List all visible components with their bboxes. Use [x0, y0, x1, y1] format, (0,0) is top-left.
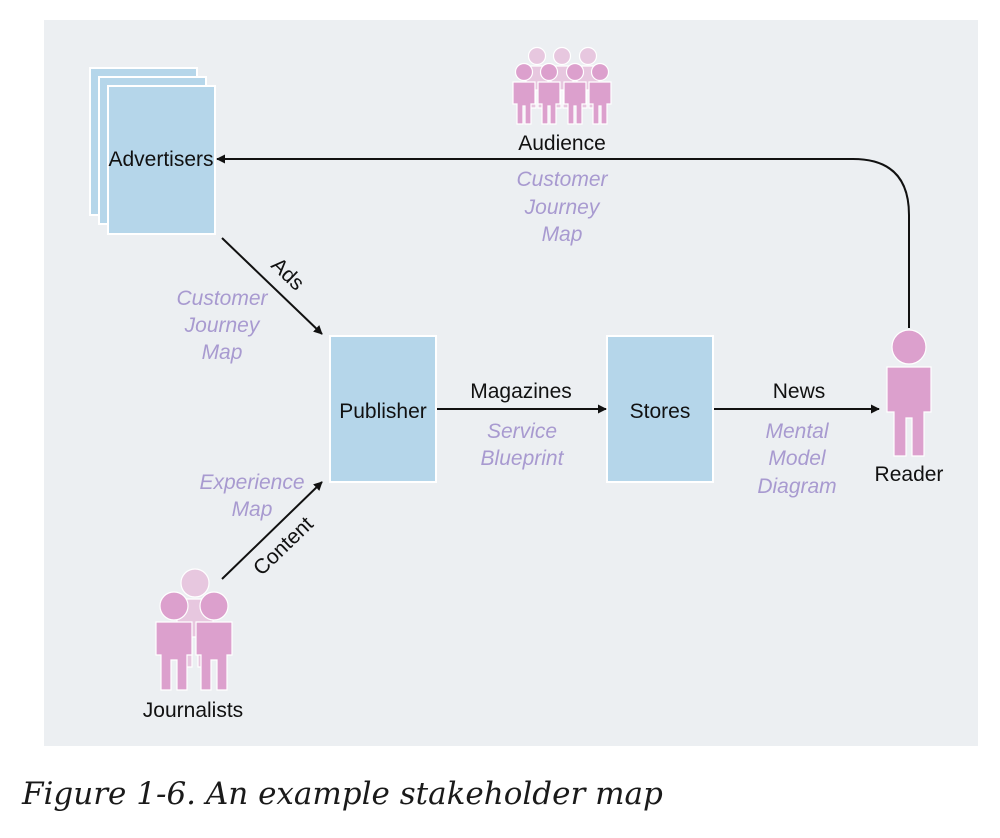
publisher-label: Publisher [339, 400, 427, 423]
reader-to-advertisers-arrow [216, 154, 910, 328]
reader-label: Reader [875, 463, 944, 486]
service-blueprint-annotation: Service Blueprint [481, 420, 565, 470]
stores-label: Stores [630, 400, 691, 423]
svg-text:Mental: Mental [765, 420, 829, 443]
svg-text:Model: Model [768, 447, 827, 470]
left-map-annotation: Customer Journey Map [176, 287, 268, 364]
svg-text:Experience: Experience [199, 471, 304, 494]
audience-label: Audience [518, 132, 606, 155]
svg-text:Service: Service [487, 420, 557, 443]
svg-text:Map: Map [202, 341, 243, 364]
publisher-node: Publisher [329, 335, 437, 483]
journalists-label: Journalists [143, 699, 243, 722]
svg-text:Blueprint: Blueprint [481, 447, 565, 470]
svg-text:Customer: Customer [516, 168, 608, 191]
svg-text:Customer: Customer [176, 287, 268, 310]
ads-arrow [221, 237, 323, 335]
figure-caption: Figure 1-6. An example stakeholder map [22, 776, 663, 812]
news-label: News [773, 380, 826, 403]
svg-text:Map: Map [542, 223, 583, 246]
top-map-annotation: Customer Journey Map [516, 168, 608, 246]
advertisers-node: Advertisers [89, 67, 216, 235]
advertisers-label: Advertisers [108, 148, 213, 171]
svg-text:Journey: Journey [184, 314, 261, 337]
stakeholder-map-diagram: Advertisers Publisher Stores Ads Content… [44, 20, 978, 746]
svg-text:Map: Map [232, 498, 273, 521]
experience-map-annotation: Experience Map [199, 471, 304, 521]
svg-text:Journey: Journey [524, 196, 601, 219]
mental-model-annotation: Mental Model Diagram [757, 420, 836, 498]
stores-node: Stores [606, 335, 714, 483]
magazines-label: Magazines [470, 380, 572, 403]
content-arrow [221, 481, 323, 580]
svg-text:Diagram: Diagram [757, 475, 836, 498]
